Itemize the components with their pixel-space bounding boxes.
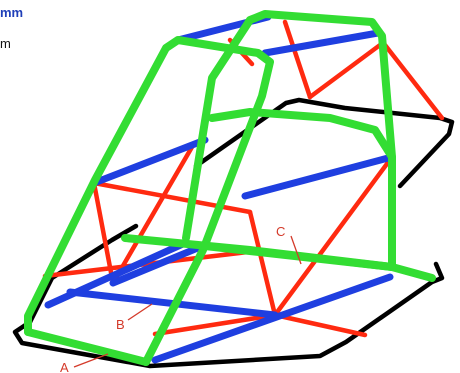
cross-member-floor-rear <box>151 273 394 364</box>
cross-member-roof-rear <box>261 29 382 57</box>
callout-leader-a <box>73 353 109 368</box>
callout-label-a: A <box>60 360 69 373</box>
brace-lower-horizontal-3 <box>152 312 278 337</box>
cross-members <box>44 13 396 364</box>
callout-leader-b <box>127 303 153 321</box>
callout-label-b: B <box>116 317 125 332</box>
brace-lower-horizontal-2 <box>272 312 368 338</box>
rear-hoop-cross <box>208 108 396 161</box>
cross-member-dash <box>90 136 209 187</box>
brace-front-horizontal <box>91 180 253 215</box>
brace-front-diagonal-2 <box>110 144 195 286</box>
caption-unit-label: mm <box>0 5 24 20</box>
brace-rear-diagonal <box>382 42 445 121</box>
brace-roof-diagonal-2 <box>307 42 383 100</box>
front-hoop <box>24 36 274 366</box>
brace-roof-diagonal-1 <box>282 19 313 100</box>
callout-leaders <box>73 235 302 368</box>
callout-leader-c <box>290 235 302 265</box>
cross-member-floor-rear-2 <box>109 241 209 287</box>
floor-outline <box>12 97 455 369</box>
callout-label-c: C <box>276 224 285 239</box>
rear-hoop <box>182 10 396 271</box>
brace-side-diagonal-2 <box>272 154 395 318</box>
brace-side-diagonal-1 <box>247 209 278 318</box>
floor-left-edge <box>27 223 139 325</box>
cross-member-mid <box>241 153 396 200</box>
floor-front-left-edge <box>12 261 445 369</box>
front-hoop-floor-rail <box>24 328 150 366</box>
floor-rear-left-edge <box>193 97 455 189</box>
bracing-members <box>42 19 445 338</box>
caption-unit-label-secondary: m <box>0 36 11 51</box>
